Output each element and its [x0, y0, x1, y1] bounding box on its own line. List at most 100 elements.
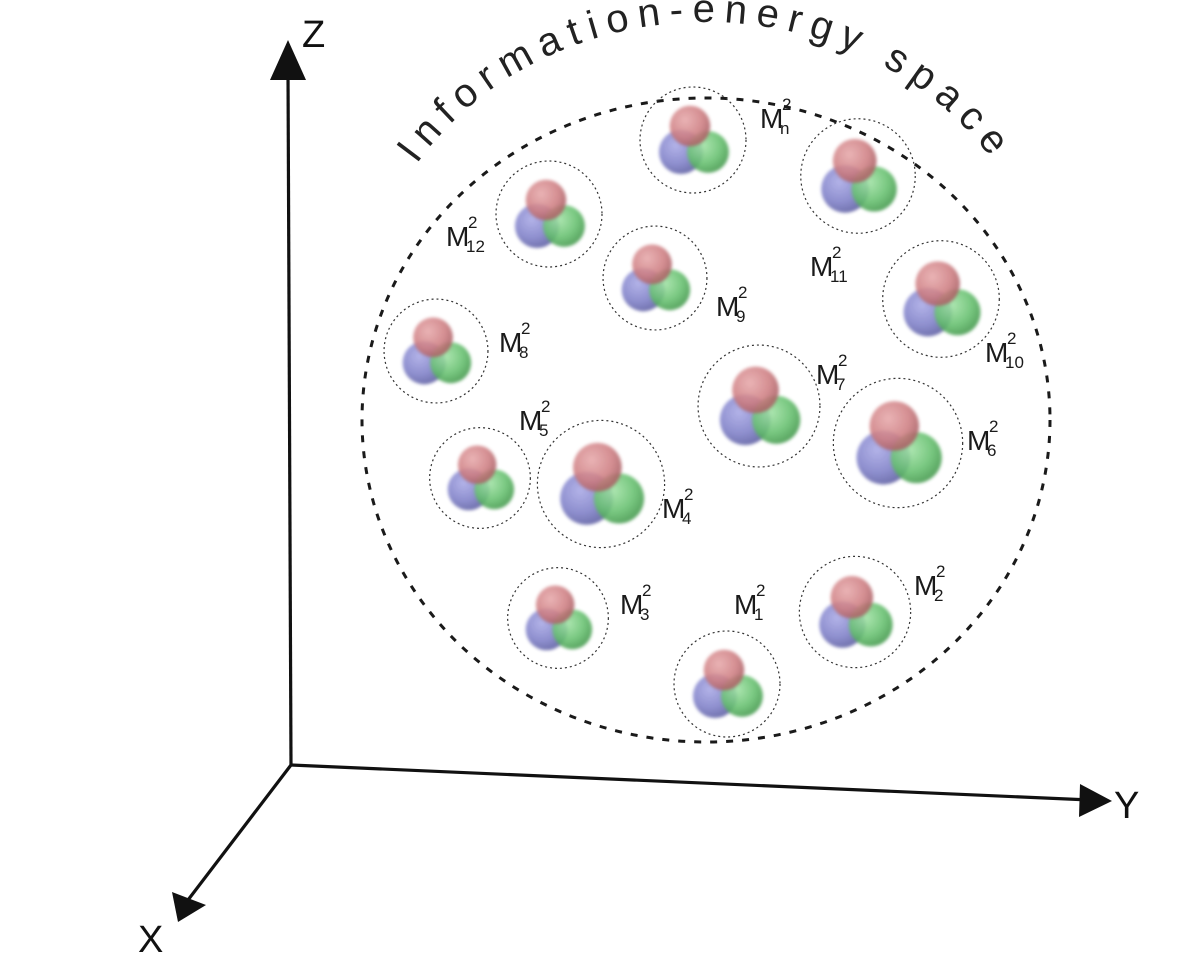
molecule-label-base: M	[760, 103, 783, 134]
molecule-label: M	[967, 425, 990, 456]
molecule-label-sub: 10	[1005, 353, 1024, 372]
molecule-label-sup: 2	[756, 581, 765, 600]
molecule-boundary	[429, 427, 531, 529]
molecule-label-sup: 2	[642, 581, 651, 600]
x-axis-line	[186, 764, 293, 901]
molecule-label: M	[816, 359, 839, 390]
y-axis-arrowhead	[1079, 784, 1112, 817]
molecule-10: M2 10	[882, 240, 1024, 372]
molecule-label: M	[810, 251, 833, 282]
molecule-label-sub: 9	[736, 307, 745, 326]
red-sphere	[457, 445, 497, 484]
molecule-9: M2 9	[602, 225, 747, 331]
molecule-12: M2 12	[446, 160, 603, 268]
molecule-boundary	[639, 86, 747, 194]
molecule-label-sub: n	[780, 119, 789, 138]
axes: Z Y X	[138, 14, 1139, 961]
x-axis-label: X	[138, 919, 163, 961]
molecule-label-base: M	[816, 359, 839, 390]
red-sphere	[830, 576, 874, 619]
z-axis-arrowhead	[270, 40, 306, 80]
molecule-label-sup: 2	[936, 562, 945, 581]
molecule-label-sup: 2	[468, 213, 477, 232]
molecule-label: M	[662, 493, 685, 524]
molecule-label-sup: 2	[521, 319, 530, 338]
molecule-8: M2 8	[383, 298, 530, 404]
molecule-label-base: M	[519, 405, 542, 436]
molecule-label-base: M	[810, 251, 833, 282]
red-sphere	[732, 366, 779, 414]
molecule-label-sup: 2	[684, 485, 693, 504]
molecule-label: M	[620, 589, 643, 620]
molecule-boundary	[697, 344, 821, 468]
molecule-label-sub: 8	[519, 343, 528, 362]
molecule-label: M	[716, 291, 739, 322]
molecule-label-sup: 2	[738, 283, 747, 302]
molecule-7: M2 7	[697, 344, 847, 468]
molecule-label-sub: 2	[934, 586, 943, 605]
molecule-boundary	[383, 298, 489, 404]
molecule-label: M	[914, 570, 937, 601]
red-sphere	[703, 649, 745, 691]
molecule-boundary	[800, 118, 916, 234]
molecule-label: M	[985, 337, 1008, 368]
molecule-n: M2 n	[639, 86, 791, 194]
red-sphere	[632, 244, 672, 285]
molecule-group: M2nM212M211M210M29M28M27M26M25M24M23M22M…	[383, 86, 1024, 738]
molecule-label-sub: 1	[754, 605, 763, 624]
molecule-boundary	[832, 377, 964, 509]
molecule-label-sub: 12	[466, 237, 485, 256]
molecule-label-base: M	[446, 221, 469, 252]
molecule-label: M	[734, 589, 757, 620]
red-sphere	[413, 317, 453, 358]
molecule-4: M2 4	[536, 419, 693, 549]
red-sphere	[669, 105, 711, 147]
molecule-label-base: M	[734, 589, 757, 620]
molecule-1: M2 1	[673, 581, 781, 738]
molecule-3: M2 3	[507, 567, 651, 669]
molecule-label: M	[446, 221, 469, 252]
z-axis-line	[286, 71, 293, 766]
red-sphere	[573, 442, 622, 492]
molecule-label-base: M	[499, 327, 522, 358]
molecule-label-sup: 2	[838, 351, 847, 370]
molecule-label-sup: 2	[1007, 329, 1016, 348]
red-sphere	[869, 401, 920, 451]
molecule-boundary	[507, 567, 609, 669]
molecule-2: M2 2	[798, 555, 945, 669]
molecule-label: M	[760, 103, 783, 134]
molecule-boundary	[536, 419, 666, 549]
molecule-label-base: M	[716, 291, 739, 322]
molecule-label-sub: 7	[836, 375, 845, 394]
x-axis-arrowhead	[172, 892, 206, 922]
molecule-label-sub: 11	[830, 267, 848, 286]
z-axis-label: Z	[302, 14, 325, 56]
molecule-label: M	[499, 327, 522, 358]
red-sphere	[525, 179, 567, 221]
molecule-label-base: M	[914, 570, 937, 601]
molecule-boundary	[798, 555, 912, 669]
molecule-label-base: M	[967, 425, 990, 456]
molecule-label: M	[519, 405, 542, 436]
molecule-boundary	[673, 630, 781, 738]
red-sphere	[535, 585, 575, 624]
molecule-boundary	[882, 240, 1000, 358]
molecule-boundary	[495, 160, 603, 268]
molecule-label-base: M	[620, 589, 643, 620]
molecule-label-sub: 4	[682, 509, 691, 528]
molecule-label-sub: 3	[640, 605, 649, 624]
molecule-label-base: M	[662, 493, 685, 524]
y-axis-label: Y	[1114, 785, 1139, 827]
molecule-label-sup: 2	[989, 417, 998, 436]
molecule-label-sup: 2	[541, 397, 550, 416]
space-boundary	[360, 96, 1052, 744]
molecule-label-sup: 2	[782, 95, 791, 114]
molecule-label-base: M	[985, 337, 1008, 368]
molecule-5: M2 5	[429, 397, 550, 529]
molecule-label-sub: 6	[987, 441, 996, 460]
red-sphere	[915, 261, 960, 306]
molecule-label-sub: 5	[539, 421, 548, 440]
